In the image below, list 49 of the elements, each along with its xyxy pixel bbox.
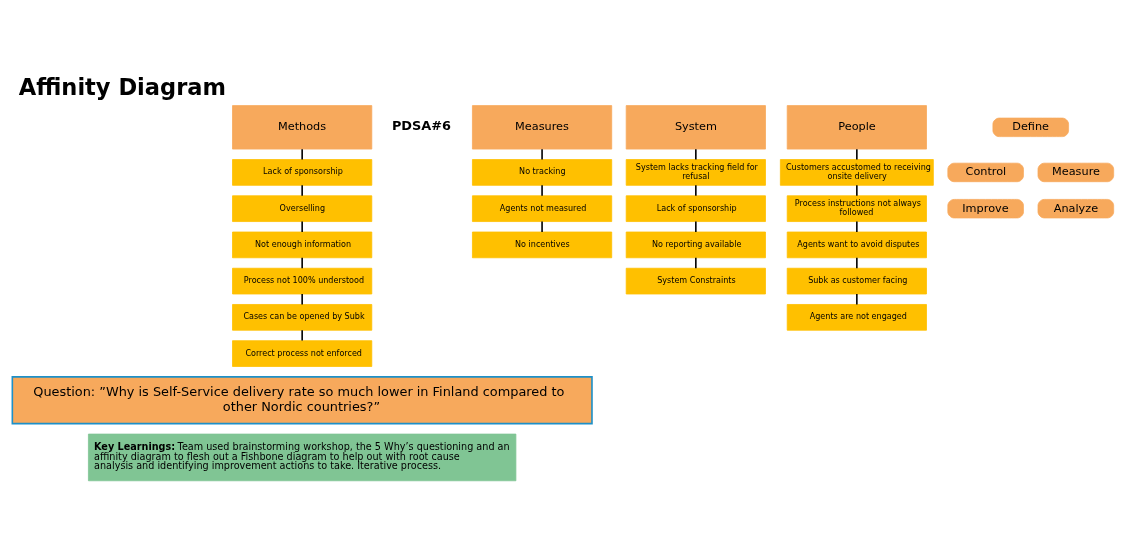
connector	[301, 257, 303, 269]
node-box: Agents want to avoid disputes	[786, 231, 927, 259]
node-box: Measure	[1037, 162, 1115, 183]
node-box: Overselling	[232, 195, 373, 222]
node-box: Analyze	[1037, 199, 1115, 219]
node-box: Key Learnings: Team used brainstorming workshop, the 5 Why’s questioning and an affinity diagram to flesh out a Fishbone diagram to help out with root cause analysis and identifying improvement actions to take. Iterative process.	[88, 433, 517, 482]
connector	[541, 184, 543, 197]
node-box: No reporting available	[625, 231, 766, 259]
connector	[541, 220, 543, 233]
node-box: Agents not measured	[472, 195, 613, 222]
node-box: Not enough information	[232, 231, 373, 259]
node-box: Methods	[232, 105, 373, 150]
node-box: Define	[992, 117, 1069, 137]
diagram-title: Affinity Diagram	[18, 73, 226, 100]
connector	[301, 184, 303, 197]
node-box: System	[625, 105, 766, 150]
label: PDSA#6	[391, 117, 452, 133]
node-box: Process instructions not always followed	[786, 195, 927, 222]
node-box: Measures	[472, 105, 613, 150]
node-box: Control	[947, 162, 1024, 183]
node-box: People	[786, 105, 927, 150]
node-box: System lacks tracking field for refusal	[625, 159, 766, 186]
connector	[695, 184, 697, 197]
node-box: Customers accustomed to receiving onsite delivery	[779, 159, 934, 186]
connector	[541, 148, 543, 161]
node-box: Improve	[947, 199, 1024, 219]
connector	[695, 220, 697, 233]
node-box: Subk as customer facing	[786, 267, 927, 295]
node-box: Process not 100% understood	[232, 267, 373, 295]
connector	[856, 220, 858, 233]
node-box: Lack of sponsorship	[232, 159, 373, 186]
node-box: Lack of sponsorship	[625, 195, 766, 222]
node-box: System Constraints	[625, 267, 766, 295]
node-box: Question: ”Why is Self-Service delivery rate so much lower in Finland compared to other Nordic countries?”	[11, 376, 593, 425]
connector	[856, 257, 858, 269]
connector	[301, 148, 303, 161]
connector	[695, 257, 697, 269]
node-box: Correct process not enforced	[232, 340, 373, 367]
node-box: No tracking	[472, 159, 613, 186]
connector	[856, 148, 858, 161]
connector	[695, 148, 697, 161]
connector	[301, 220, 303, 233]
connector	[856, 293, 858, 306]
node-box: Cases can be opened by Subk	[232, 304, 373, 331]
connector	[301, 329, 303, 342]
node-box: No incentives	[472, 231, 613, 259]
connector	[856, 184, 858, 197]
connector	[301, 293, 303, 306]
node-box: Agents are not engaged	[786, 304, 927, 331]
